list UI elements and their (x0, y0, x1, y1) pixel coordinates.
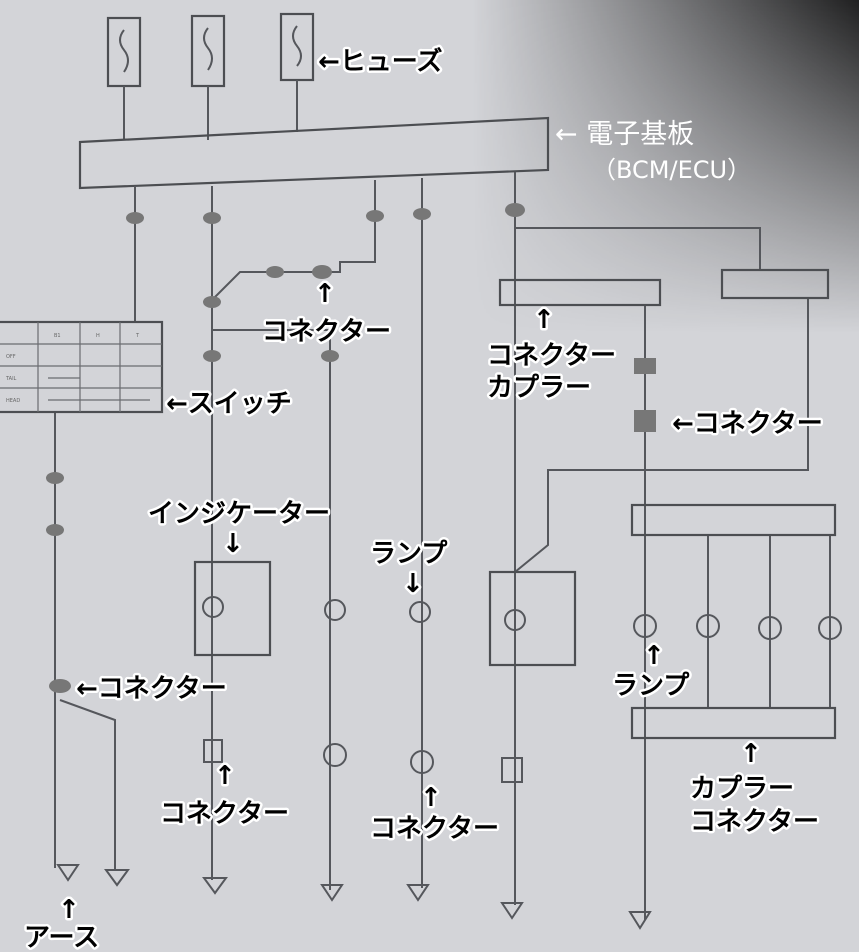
svg-text:TAIL: TAIL (5, 376, 17, 382)
connector-bottom-label: コネクター (160, 799, 289, 829)
lamp-icon (633, 614, 657, 638)
svg-text:↑: ↑ (420, 783, 442, 813)
connector-left-label: ←コネクター (76, 674, 227, 704)
switch-table: B1 H T OFF TAIL HEAD (0, 320, 164, 414)
fuse-label: ←ヒューズ (318, 46, 443, 77)
coupler-1 (498, 278, 662, 307)
ground-symbols (56, 864, 652, 930)
connector-right-label: ←コネクター (672, 409, 823, 439)
svg-text:↑: ↑ (643, 641, 665, 671)
svg-text:B1: B1 (54, 333, 61, 339)
connector-label: コネクター (262, 317, 391, 347)
lamp-icon (758, 616, 782, 640)
connectors (46, 203, 656, 693)
svg-text:コネクター: コネクター (690, 807, 819, 837)
svg-text:カプラー: カプラー (487, 373, 591, 403)
coupler-4 (630, 706, 837, 740)
lamp-icon (696, 614, 720, 638)
lamp-right-label: ランプ (612, 671, 690, 701)
svg-text:T: T (135, 333, 140, 339)
switch-label: ←スイッチ (166, 389, 292, 419)
connector-bottom-label-2: コネクター (370, 814, 499, 844)
annotations: ←ヒューズ ← 電子基板 （BCM/ECU） ↑ コネクター ←スイッチ ↑ コ… (22, 44, 826, 952)
svg-text:HEAD: HEAD (6, 398, 20, 404)
coupler-2 (720, 268, 830, 300)
svg-text:↑: ↑ (533, 305, 555, 335)
lamp-icon (324, 599, 346, 621)
indicator-box (193, 560, 272, 657)
ecu-label: ← 電子基板 (555, 119, 694, 150)
svg-text:↑: ↑ (740, 739, 762, 769)
coupler-3 (630, 503, 837, 537)
fuse-icon (292, 25, 302, 67)
indicator-box-2 (488, 570, 577, 667)
svg-text:↑: ↑ (214, 761, 236, 791)
ecu-label-sub: （BCM/ECU） (592, 156, 751, 184)
connector-coupler-label: コネクター (487, 341, 616, 371)
fuses (106, 12, 315, 140)
lamp-icon (409, 601, 431, 623)
lamp-label: ランプ (370, 539, 448, 569)
svg-text:↑: ↑ (58, 895, 80, 925)
lamps (202, 596, 842, 783)
indicator-label: インジケーター (148, 499, 330, 529)
svg-text:↓: ↓ (222, 529, 244, 559)
earth-label: アース (24, 923, 99, 952)
fuse-icon (203, 27, 213, 71)
lamp-icon (818, 616, 842, 640)
svg-text:↑: ↑ (314, 279, 336, 309)
svg-text:↓: ↓ (402, 569, 424, 599)
lamp-icon (504, 609, 526, 631)
svg-text:OFF: OFF (6, 354, 16, 360)
fuse-icon (119, 29, 129, 73)
lamp-icon (202, 596, 224, 618)
svg-text:H: H (96, 333, 100, 339)
coupler-connector-label: カプラー (690, 774, 794, 804)
bcm-ecu-box (78, 116, 550, 190)
